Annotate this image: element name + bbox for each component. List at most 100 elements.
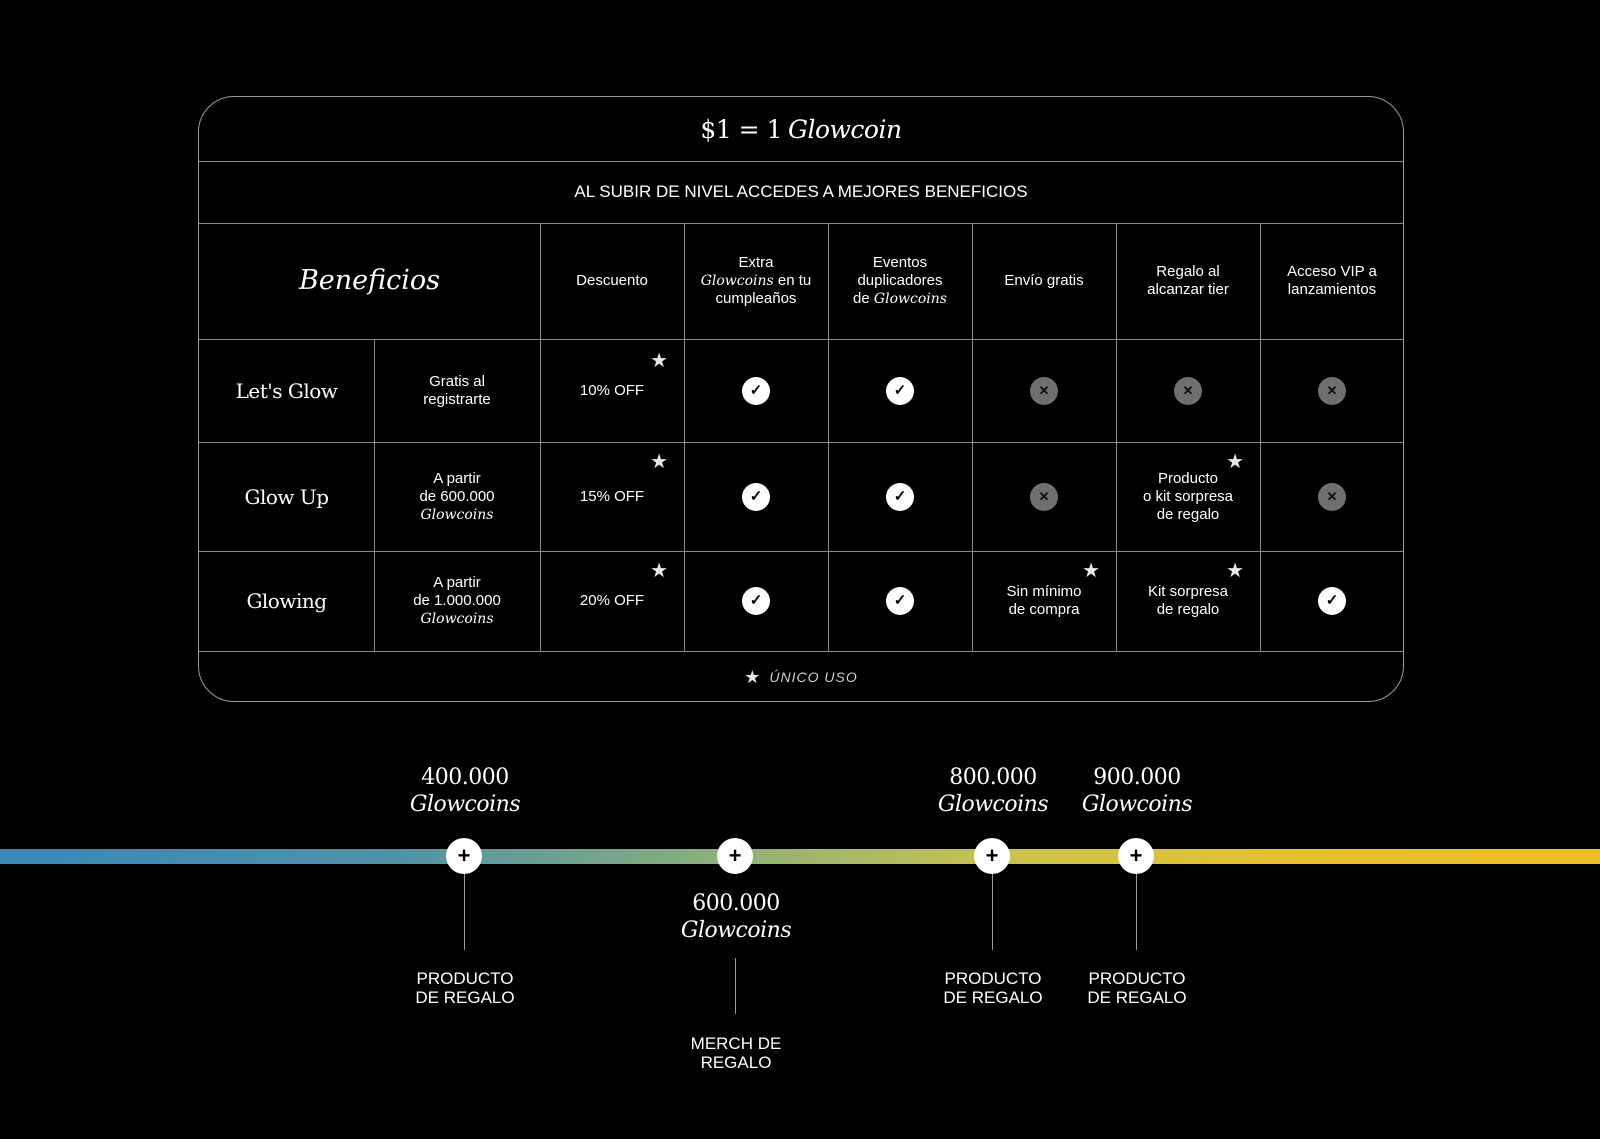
regalo-cell: ✕ [1116,339,1260,442]
benefits-table-card: $1 = 1 Glowcoin AL SUBIR DE NIVEL ACCEDE… [198,96,1404,702]
discount-value: 10% OFF [579,381,645,399]
regalo-text-line2: o kit sorpresa [1142,487,1234,505]
star-icon: ★ [744,666,762,687]
star-icon: ★ [650,451,668,473]
eventos-italic: Glowcoins [873,291,947,307]
cross-icon: ✕ [1030,376,1058,405]
milestone-amount: 800.000 Glowcoins [913,764,1073,818]
footnote-text: ÚNICO USO [769,669,858,685]
table-title: $1 = 1 Glowcoin [199,97,1403,161]
reward-line1: PRODUCTO [1088,969,1186,988]
reward-line1: MERCH DE [690,1034,782,1053]
divider [199,442,1403,443]
amount: 800.000 [949,765,1037,790]
reward-line2: REGALO [700,1053,772,1072]
milestone-amount: 900.000 Glowcoins [1057,764,1217,818]
vip-line1: Acceso VIP a [1287,263,1377,280]
connector-line [735,958,736,1014]
reward-line2: DE REGALO [415,988,515,1007]
req-line1: A partir [433,574,481,591]
extra-line3: cumpleaños [715,290,797,307]
col-header-extra: Extra Glowcoins en tu cumpleaños [684,223,828,339]
col-header-vip: Acceso VIP a lanzamientos [1260,223,1404,339]
connector-line [464,874,465,950]
star-icon: ★ [650,560,668,582]
discount-cell: 10% OFF ★ [540,339,684,442]
envio-cell: ✕ [972,442,1116,551]
title-italic: Glowcoin [787,114,902,144]
vip-cell: ✓ [1260,551,1404,651]
plus-icon[interactable]: + [974,838,1010,874]
req-line1: A partir [433,469,481,487]
divider [199,223,1403,224]
divider [540,223,541,651]
regalo-line1: Regalo al [1156,263,1220,280]
regalo-text-line2: de regalo [1156,601,1220,618]
check-icon: ✓ [742,376,770,405]
tier-requirement: Gratis al registrarte [374,339,540,442]
vip-line2: lanzamientos [1287,281,1377,298]
plus-icon[interactable]: + [717,838,753,874]
milestone-amount: 400.000 Glowcoins [385,764,545,818]
eventos-line1: Eventos [872,254,928,271]
reward-line2: DE REGALO [1087,988,1187,1007]
req-line2: de 1.000.000 [413,592,501,609]
req-italic: Glowcoins [420,506,494,523]
divider [972,223,973,651]
connector-line [992,874,993,950]
vip-cell: ✕ [1260,442,1404,551]
cross-icon: ✕ [1030,482,1058,511]
divider [684,223,685,651]
star-icon: ★ [1082,560,1100,582]
req-line2: registrarte [423,390,491,408]
check-icon: ✓ [1318,587,1346,615]
req-line1: Gratis al [429,372,485,390]
cross-icon: ✕ [1318,376,1346,405]
regalo-line2: alcanzar tier [1147,281,1229,298]
req-line2: de 600.000 [419,487,495,505]
col-header-envio: Envío gratis [1004,272,1084,289]
extra-line1: Extra [738,254,774,271]
plus-icon[interactable]: + [446,838,482,874]
extra-cell: ✓ [684,551,828,651]
plus-icon[interactable]: + [1118,838,1154,874]
title-prefix: $1 = 1 [700,114,782,144]
check-icon: ✓ [742,482,770,511]
divider [374,339,375,651]
check-icon: ✓ [742,587,770,615]
check-icon: ✓ [886,587,914,615]
discount-value: 15% OFF [579,487,645,505]
extra-rest: en tu [773,272,812,289]
divider [199,651,1403,652]
check-icon: ✓ [886,376,914,405]
cross-icon: ✕ [1318,482,1346,511]
table-subtitle: AL SUBIR DE NIVEL ACCEDES A MEJORES BENE… [574,182,1028,201]
eventos-cell: ✓ [828,551,972,651]
regalo-cell: Producto o kit sorpresa de regalo ★ [1116,442,1260,551]
star-icon: ★ [650,350,668,372]
amount: 400.000 [421,765,509,790]
reward-line1: PRODUCTO [944,969,1042,988]
divider [1116,223,1117,651]
regalo-cell: Kit sorpresa de regalo ★ [1116,551,1260,651]
milestone-reward: PRODUCTO DE REGALO [1057,969,1217,1007]
unit: Glowcoins [680,918,792,943]
tier-name: Glowing [246,589,327,613]
eventos-cell: ✓ [828,442,972,551]
progress-gradient-bar [0,849,1600,864]
tier-requirement: A partir de 600.000 Glowcoins [374,442,540,551]
discount-cell: 15% OFF ★ [540,442,684,551]
regalo-text-line1: Kit sorpresa [1147,583,1229,600]
envio-cell: Sin mínimo de compra ★ [972,551,1116,651]
footnote: ★ ÚNICO USO [199,652,1403,702]
col-header-descuento: Descuento [576,272,648,289]
divider [199,339,1403,340]
regalo-text-line3: de regalo [1156,505,1220,523]
eventos-cell: ✓ [828,339,972,442]
milestone-reward: PRODUCTO DE REGALO [913,969,1073,1007]
divider [1260,223,1261,651]
divider [828,223,829,651]
unit: Glowcoins [1081,792,1193,817]
col-header-regalo: Regalo al alcanzar tier [1116,223,1260,339]
unit: Glowcoins [409,792,521,817]
